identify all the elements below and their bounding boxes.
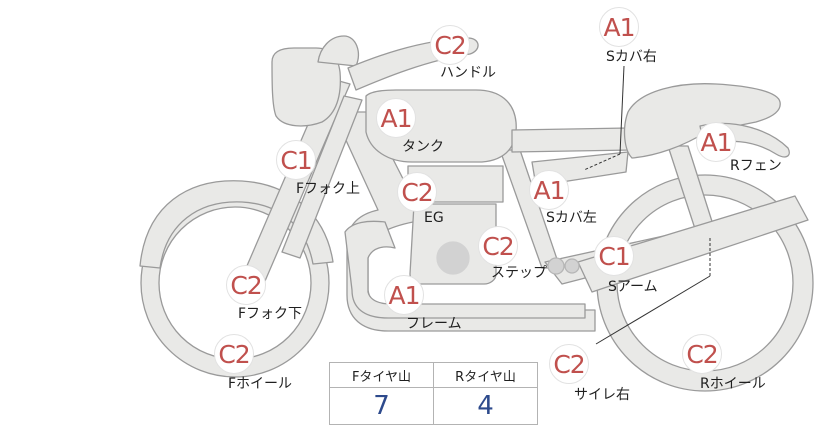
- part-label-frame: フレーム: [406, 316, 462, 332]
- rear-tread-value: 4: [433, 387, 538, 425]
- rating-badge-f-wheel: C2: [214, 334, 254, 374]
- front-tread-header: Fタイヤ山: [329, 362, 434, 388]
- tire-tread-table: Fタイヤ山 Rタイヤ山 7 4: [329, 362, 538, 425]
- handle-bar-shape: [317, 35, 359, 67]
- part-label-r-fender: Rフェン: [730, 158, 782, 174]
- step-peg-left-shape: [547, 257, 565, 275]
- part-label-s-arm: Sアーム: [608, 279, 658, 295]
- rating-badge-tank: A1: [376, 98, 416, 138]
- exhaust-pipe-shape: [344, 220, 586, 319]
- tread-table-header-row: Fタイヤ山 Rタイヤ山: [329, 362, 538, 388]
- rating-badge-s-cover-l: A1: [529, 170, 569, 210]
- step-peg-right-shape: [564, 258, 580, 274]
- rating-badge-r-fender: A1: [696, 122, 736, 162]
- part-label-tank: タンク: [402, 139, 444, 155]
- seat-shape: [623, 83, 781, 159]
- part-label-f-fork-low: Fフォク下: [238, 306, 303, 322]
- part-label-s-cover-r: Sカバ右: [606, 49, 657, 65]
- leader-line-s-cover-r: [619, 65, 625, 155]
- rating-badge-engine: C2: [397, 172, 437, 212]
- rating-badge-r-wheel: C2: [682, 334, 722, 374]
- rating-badge-f-fork-low: C2: [226, 265, 266, 305]
- part-label-engine: EG: [424, 210, 444, 226]
- part-label-r-wheel: Rホイール: [700, 376, 766, 392]
- part-label-handle: ハンドル: [440, 65, 496, 81]
- tread-table-value-row: 7 4: [329, 387, 538, 425]
- part-label-muffler: サイレ右: [574, 387, 630, 403]
- front-fork-inner-shape: [281, 95, 363, 259]
- rating-badge-step: C2: [478, 226, 518, 266]
- part-label-s-cover-l: Sカバ左: [546, 210, 597, 226]
- rating-badge-handle: C2: [430, 25, 470, 65]
- leader-line-s-cover-r-tail: [583, 153, 621, 171]
- leader-line-muffler-tail: [595, 275, 711, 345]
- part-label-step: ステップ: [491, 265, 547, 281]
- front-tread-value: 7: [329, 387, 434, 425]
- rear-tread-header: Rタイヤ山: [433, 362, 538, 388]
- rating-badge-frame: A1: [384, 275, 424, 315]
- part-label-f-fork-up: Fフォク上: [296, 181, 361, 197]
- headlight-shape: [271, 47, 342, 127]
- part-label-f-wheel: Fホイール: [228, 376, 293, 392]
- rating-badge-f-fork-up: C1: [276, 140, 316, 180]
- engine-cover-shape: [436, 241, 470, 275]
- rating-badge-muffler: C2: [549, 344, 589, 384]
- muffler-shape: [577, 195, 809, 293]
- rating-badge-s-arm: C1: [594, 236, 634, 276]
- side-cover-shape: [511, 127, 633, 153]
- rating-badge-s-cover-r: A1: [599, 7, 639, 47]
